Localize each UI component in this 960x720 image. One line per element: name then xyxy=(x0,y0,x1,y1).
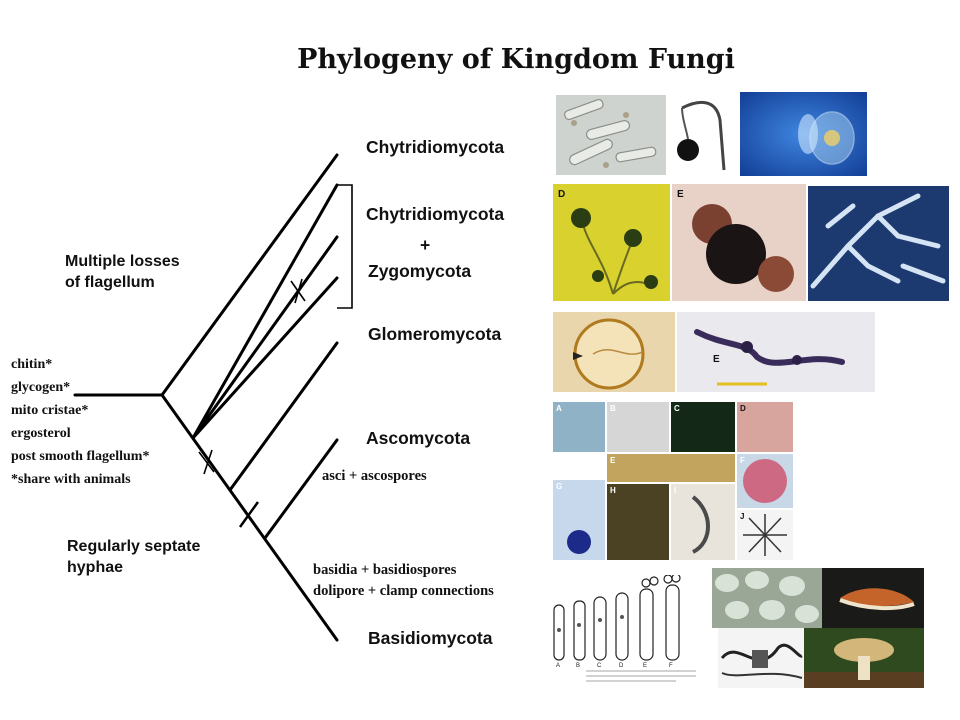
annotation-line: Multiple losses xyxy=(65,253,180,270)
branch-chytrid-zygo-a xyxy=(191,183,339,440)
zygo-hyphae-image xyxy=(808,186,949,301)
label-glomeromycota: Glomeromycota xyxy=(368,324,502,344)
panel-letter: D xyxy=(619,663,624,669)
flagellum-loss-mark-upper-b xyxy=(294,278,303,304)
branch-ascomycota xyxy=(263,438,339,540)
chytrid-sporangium-image xyxy=(668,90,738,175)
panel-letter: B xyxy=(576,663,580,669)
annotation-line: dolipore + clamp connections xyxy=(313,583,494,599)
trait-item: ergosterol xyxy=(11,426,71,441)
label-zygomycota: Zygomycota xyxy=(368,261,472,281)
annotation-asci: asci + ascospores xyxy=(322,468,427,484)
trait-item: post smooth flagellum* xyxy=(11,449,150,464)
basidio-section-drawing xyxy=(718,628,804,688)
panel-letter: H xyxy=(610,486,616,495)
trait-item: glycogen* xyxy=(11,380,71,395)
annotation-line: hyphae xyxy=(67,559,124,576)
label-chytridiomycota-1: Chytridiomycota xyxy=(366,137,505,157)
trait-item: mito cristae* xyxy=(11,403,89,418)
branch-glomeromycota xyxy=(228,341,339,492)
panel-letter: E xyxy=(643,663,647,669)
zygo-sporangia-image: D xyxy=(553,184,670,301)
septate-tick xyxy=(238,501,260,528)
glomero-arbuscule-image: E xyxy=(677,312,875,392)
panel-letter: F xyxy=(669,663,673,669)
branch-chytrid-zygo-b xyxy=(191,235,339,440)
panel-letter: E xyxy=(677,189,684,200)
panel-letter: D xyxy=(558,189,565,200)
label-chytridiomycota-2: Chytridiomycota xyxy=(366,204,505,224)
trait-item: chitin* xyxy=(11,357,53,372)
flagellum-loss-mark-lower-b xyxy=(203,449,213,475)
glomero-spore-image xyxy=(553,312,675,392)
label-basidiomycota: Basidiomycota xyxy=(368,628,493,648)
chytrid-sporangia-image xyxy=(556,95,666,175)
panel-letter: J xyxy=(740,512,744,521)
annotation-flagellum-loss: Multiple losses of flagellum xyxy=(65,251,180,293)
ascomycota-photo-grid: A B C D E F G H I J xyxy=(553,402,793,560)
panel-letter: F xyxy=(740,456,745,465)
panel-letter: E xyxy=(713,354,720,365)
label-plus: + xyxy=(420,235,431,255)
basidio-sem-image xyxy=(712,568,822,628)
panel-letter: G xyxy=(556,482,562,491)
panel-letter: E xyxy=(610,456,616,465)
mushroom-image xyxy=(804,628,924,688)
stem-main xyxy=(160,393,339,642)
bracket-fungus-image xyxy=(822,568,924,628)
root-traits-list: chitin* glycogen* mito cristae* ergoster… xyxy=(11,353,149,491)
panel-letter: C xyxy=(597,663,602,669)
zygospore-image: E xyxy=(672,184,806,301)
annotation-line: Regularly septate xyxy=(67,538,201,555)
page-title: Phylogeny of Kingdom Fungi xyxy=(297,44,735,75)
trait-item: *share with animals xyxy=(11,472,131,487)
annotation-line: of flagellum xyxy=(65,274,155,291)
branch-chytridiomycota-1 xyxy=(160,153,339,397)
group-bracket xyxy=(337,184,353,309)
annotation-basidia: basidia + basidiospores dolipore + clamp… xyxy=(313,560,494,602)
panel-letter: A xyxy=(556,663,560,669)
panel-letter: D xyxy=(740,404,746,413)
panel-letter: B xyxy=(610,404,616,413)
chytrid-zoospore-image xyxy=(740,92,867,176)
label-ascomycota: Ascomycota xyxy=(366,428,471,448)
branch-chytrid-zygo-c xyxy=(191,276,339,440)
flagellum-loss-mark-lower-a xyxy=(198,451,215,473)
panel-letter: I xyxy=(674,486,676,495)
basidium-development-drawing: A B C D E F xyxy=(546,575,709,688)
annotation-septate: Regularly septate hyphae xyxy=(67,536,200,578)
annotation-line: basidia + basidiospores xyxy=(313,562,457,578)
panel-letter: A xyxy=(556,404,562,413)
panel-letter: C xyxy=(674,404,680,413)
